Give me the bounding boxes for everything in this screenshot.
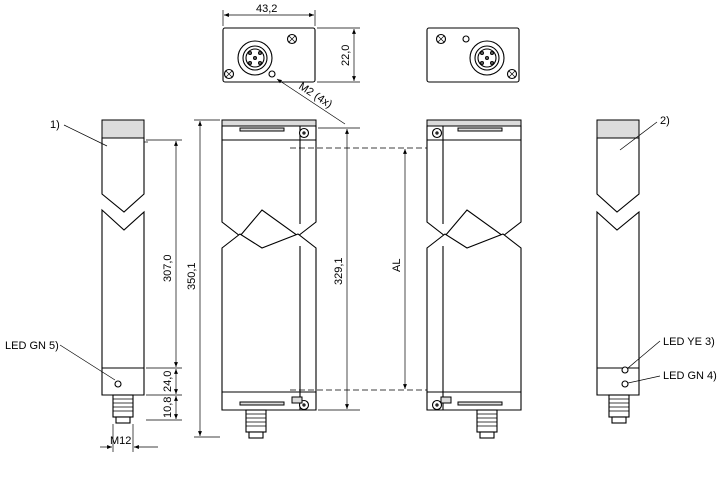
dim-329-label: 329,1 [333,257,345,285]
dim-width-label: 43,2 [256,3,277,15]
callout-1-label: 1) [50,119,60,131]
front-view-left [221,119,317,439]
dim-height-label: 22,0 [340,45,352,66]
top-view-right [426,27,520,83]
height-dimension: 22,0 [317,27,360,83]
front-view-right [426,119,522,439]
width-dimension: 43,2 [222,3,316,26]
led-ye3-label: LED YE 3) [663,336,715,348]
led-gn5-label: LED GN 5) [5,340,59,352]
m12-dimension: M12 [100,424,158,452]
side-view-left [101,119,148,424]
dim-24-label: 24,0 [162,371,174,392]
top-view-left [222,27,316,83]
callout-2-label: 2) [660,115,670,127]
led-gn4-label: LED GN 4) [663,370,717,382]
dims-front-left: 350,1 329,1 [186,119,360,438]
thread-callout: M2 (4x) [276,78,346,125]
dim-m12-label: M12 [110,435,131,447]
dim-108-label: 10,8 [162,397,174,418]
side-view-right [596,119,640,424]
dim-307-label: 307,0 [162,254,174,282]
dims-left: 307,0 24,0 10,8 [146,139,182,421]
dim-350-label: 350,1 [186,262,198,290]
beam-lines: AL [290,147,452,391]
dim-al-label: AL [391,259,403,272]
